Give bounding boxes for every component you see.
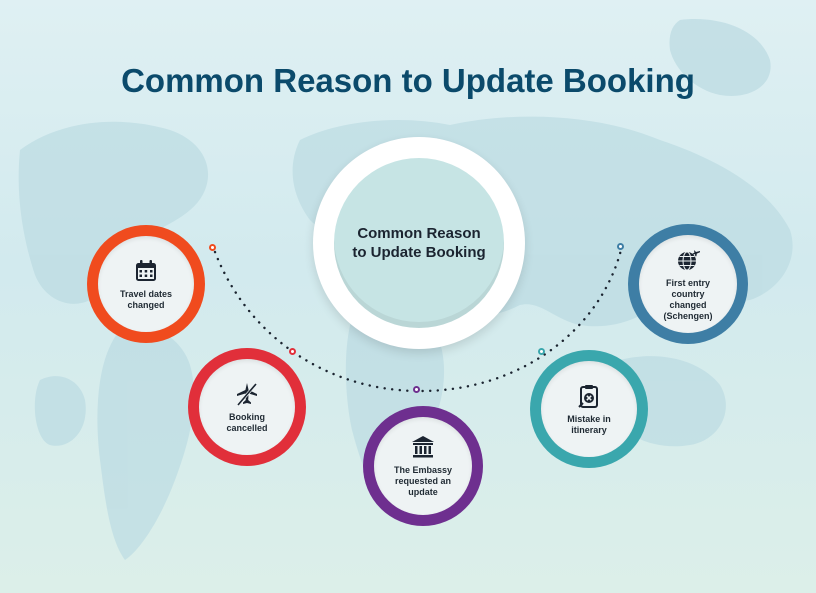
page-title: Common Reason to Update Booking [121, 62, 695, 99]
center-label: Common Reason to Update Booking [352, 225, 486, 261]
connector-dot-embassy [413, 386, 420, 393]
globe-plane-icon [678, 249, 700, 270]
reason-label: Booking cancelled [226, 411, 268, 433]
reason-inner: First entry country changed (Schengen) [639, 235, 737, 333]
reason-inner: The Embassy requested an update [374, 417, 472, 515]
reason-mistake-in-itinerary: Mistake in itinerary [530, 350, 648, 468]
reason-booking-cancelled: Booking cancelled [188, 348, 306, 466]
clipboard-error-icon [578, 384, 598, 408]
connector-dot-first-entry [617, 243, 624, 250]
reason-inner: Travel dates changed [98, 236, 194, 332]
reason-label: The Embassy requested an update [393, 465, 453, 497]
connector-dot-booking-cancelled [289, 348, 296, 355]
embassy-icon [412, 436, 434, 458]
plane-cancelled-icon [236, 382, 258, 406]
connector-dot-mistake [538, 348, 545, 355]
reason-label: First entry country changed (Schengen) [663, 277, 713, 321]
center-circle-inner: Common Reason to Update Booking [334, 158, 504, 328]
reason-first-entry-country-changed: First entry country changed (Schengen) [628, 224, 748, 344]
reason-label: Mistake in itinerary [567, 413, 611, 435]
reason-label: Travel dates changed [119, 288, 173, 310]
reason-inner: Mistake in itinerary [541, 361, 637, 457]
connector-dot-travel-dates [209, 244, 216, 251]
reason-travel-dates-changed: Travel dates changed [87, 225, 205, 343]
center-circle: Common Reason to Update Booking [313, 137, 525, 349]
calendar-icon [136, 259, 156, 281]
reason-inner: Booking cancelled [199, 359, 295, 455]
reason-embassy-requested-update: The Embassy requested an update [363, 406, 483, 526]
